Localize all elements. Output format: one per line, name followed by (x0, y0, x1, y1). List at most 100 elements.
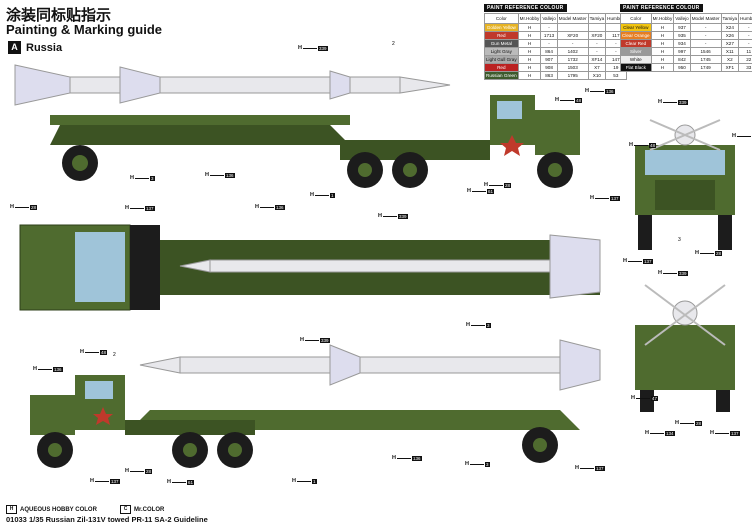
callout-number: 1 (329, 192, 335, 198)
col-header: Model Master (689, 13, 722, 24)
callout-code: H (205, 172, 209, 178)
callout-code: H (575, 465, 579, 471)
callout-line (259, 206, 274, 208)
paint-callout: H 137 (575, 465, 605, 471)
paint-cell: - (689, 31, 722, 40)
paint-cell: - (540, 39, 558, 48)
callout-code: H (130, 175, 134, 181)
callout-number: 137 (144, 205, 155, 211)
callout-code: H (33, 366, 37, 372)
callout-code: H (629, 142, 633, 148)
callout-number: 48 (574, 97, 582, 103)
callout-code: H (695, 250, 699, 256)
callout-line (627, 260, 642, 262)
paint-cell: XF20 (556, 31, 589, 40)
callout-code: H (658, 270, 662, 276)
callout-line (171, 481, 186, 483)
col-header: Tamiya (587, 13, 607, 24)
paint-cell: X2 (720, 55, 740, 64)
color-swatch: Red (484, 31, 519, 40)
paint-cell: XF1 (720, 63, 740, 72)
callout-number: 339 (319, 337, 330, 343)
callout-number: 48 (648, 142, 656, 148)
callout-number: 28 (714, 250, 722, 256)
callout-line (134, 177, 149, 179)
color-swatch: Russian Green (484, 71, 519, 80)
col-header: Tamiya (720, 13, 740, 24)
callout-line (129, 470, 144, 472)
paint-cell: XF20 (587, 31, 607, 40)
callout-number: 48 (99, 349, 107, 355)
paint-cell: X11 (720, 47, 740, 56)
col-header: Color (484, 13, 519, 24)
callout-number: 137 (594, 465, 605, 471)
paint-cell: 1795 (556, 71, 589, 80)
variant-letter: A (8, 41, 21, 54)
paint-cell: X26 (720, 31, 740, 40)
legend-aqueous: H AQUEOUS HOBBY COLOR (6, 505, 97, 514)
paint-cell: 53 (605, 71, 627, 80)
callout-number: 28 (694, 420, 702, 426)
callout-line (471, 190, 486, 192)
callout-code: H (378, 213, 382, 219)
paint-cell: 22 (738, 55, 752, 64)
callout-code: H (590, 195, 594, 201)
callout-code: H (484, 182, 488, 188)
truck-bottom (30, 375, 255, 468)
paint-cell: - (689, 23, 722, 32)
callout-line (488, 184, 503, 186)
callout-code: H (90, 478, 94, 484)
callout-number: 136 (224, 172, 235, 178)
col-header: Humbrol (738, 13, 752, 24)
paint-callout: H 137 (90, 478, 120, 484)
callout-code: H (555, 97, 559, 103)
callout-code: H (732, 133, 736, 139)
mrcolor-marker: C (120, 505, 131, 514)
callout-line (469, 463, 484, 465)
paint-callout: H 48 (555, 97, 582, 103)
paint-callout: H 28 (484, 182, 511, 188)
paint-cell: H (650, 23, 675, 32)
callout-code: H (585, 88, 589, 94)
callout-line (14, 206, 29, 208)
callout-code: H (255, 204, 259, 210)
paint-cell: 997 (673, 47, 691, 56)
paint-cell: 863 (540, 71, 558, 80)
callout-line (304, 339, 319, 341)
paint-cell: 842 (673, 55, 691, 64)
paint-cell: - (556, 39, 589, 48)
variant-label: A Russia (8, 41, 62, 54)
callout-line (209, 174, 224, 176)
callout-number: 137 (109, 478, 120, 484)
color-swatch: Clear Orange (620, 31, 652, 40)
callout-code: H (465, 461, 469, 467)
color-swatch: White (620, 55, 652, 64)
legend-mrcolor: C Mr.COLOR (120, 505, 164, 514)
callout-number: 3 (149, 175, 155, 181)
callout-number: 28 (29, 204, 37, 210)
callout-code: H (310, 192, 314, 198)
color-swatch: Gun Metal (484, 39, 519, 48)
aqueous-marker: H (6, 505, 17, 514)
ref-number-3: 2 (113, 352, 116, 358)
col-header: Mr.Hobby (517, 13, 542, 24)
callout-number: 28 (503, 182, 511, 188)
col-header: Vallejo (673, 13, 691, 24)
front-view (635, 119, 735, 250)
callout-line (589, 90, 604, 92)
paint-table-2-title: PAINT REFERENCE COLOUR (620, 4, 703, 12)
